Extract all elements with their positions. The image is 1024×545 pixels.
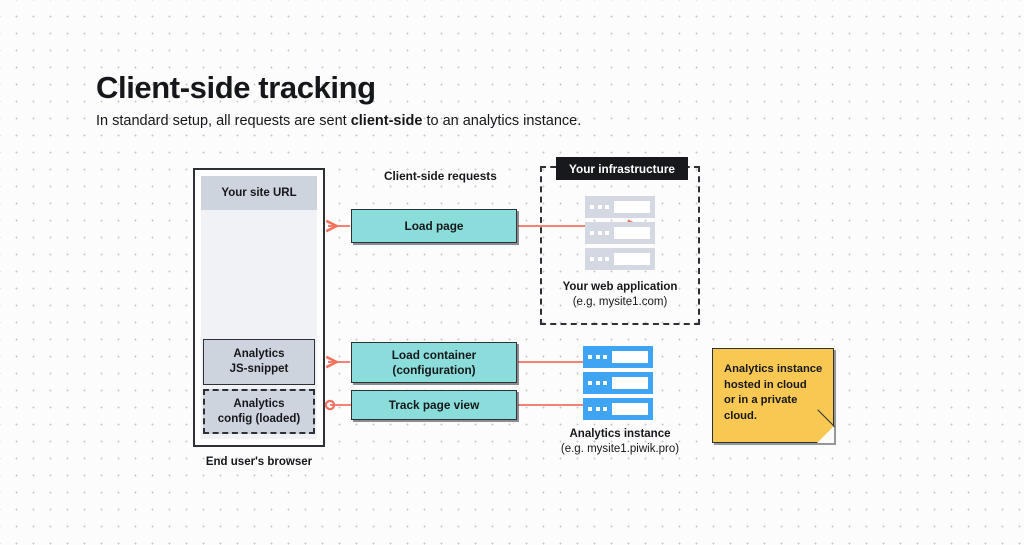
server-bay [614,227,650,239]
web-application-server-stack [585,196,655,270]
browser-viewport: Your site URL Analytics JS-snippet Analy… [201,176,317,439]
server-bay [612,403,648,415]
server-icon [585,196,655,218]
subtitle-suffix: to an analytics instance. [422,113,582,129]
page-subtitle: In standard setup, all requests are sent… [96,113,581,129]
sticky-note-line3: or in a private cloud. [724,394,798,422]
server-bay [612,351,648,363]
server-led-dots [588,407,607,411]
flow-box-track-page-view-line1: Track page view [388,397,480,412]
flow-box-load-page-line1: Load page [404,218,464,233]
subtitle-prefix: In standard setup, all requests are sent [96,113,351,129]
analytics-instance-title: Analytics instance [569,428,671,440]
server-led-dots [590,257,609,261]
sticky-note: Analytics instance hosted in cloud or in… [712,348,835,443]
analytics-instance-example: (e.g. mysite1.piwik.pro) [560,443,680,455]
flow-box-load-container-line2: (configuration) [392,362,476,377]
config-loaded-line2: config (loaded) [217,412,301,425]
server-bay [612,377,648,389]
server-icon [585,248,655,270]
server-icon [583,398,653,420]
server-icon [583,346,653,368]
page-title: Client-side tracking [96,70,376,105]
server-led-dots [588,355,607,359]
site-url-bar: Your site URL [201,176,317,210]
sticky-note-fold-corner [817,426,834,443]
client-side-requests-label: Client-side requests [384,169,497,183]
server-led-dots [590,231,609,235]
analytics-config-loaded-block: Analytics config (loaded) [203,389,315,434]
sticky-note-line1: Analytics instance [724,363,823,375]
flow-box-load-container-line1: Load container [391,347,477,362]
server-icon [583,372,653,394]
js-snippet-line2: JS-snippet [229,363,289,375]
js-snippet-line1: Analytics [233,348,285,360]
web-application-title: Your web application [562,281,678,293]
web-application-caption: Your web application (e.g. mysite1.com) [540,280,700,310]
config-loaded-line1: Analytics [233,397,285,410]
analytics-instance-server-stack [583,346,653,420]
subtitle-emphasis: client-side [350,113,423,129]
web-application-example: (e.g. mysite1.com) [572,296,668,308]
analytics-instance-caption: Analytics instance (e.g. mysite1.piwik.p… [540,427,700,457]
flow-box-load-page[interactable]: Load page [351,209,517,243]
browser-caption: End user's browser [205,456,313,468]
server-icon [585,222,655,244]
server-led-dots [588,381,607,385]
server-led-dots [590,205,609,209]
analytics-js-snippet-block: Analytics JS-snippet [203,339,315,385]
your-infrastructure-badge: Your infrastructure [556,157,688,180]
end-user-browser-window: Your site URL Analytics JS-snippet Analy… [193,168,325,447]
server-bay [614,201,650,213]
flow-box-track-page-view[interactable]: Track page view [351,390,517,420]
sticky-note-text: Analytics instance hosted in cloud or in… [724,362,825,424]
server-bay [614,253,650,265]
sticky-note-line2: hosted in cloud [724,378,807,391]
flow-box-load-container[interactable]: Load container (configuration) [351,342,517,383]
